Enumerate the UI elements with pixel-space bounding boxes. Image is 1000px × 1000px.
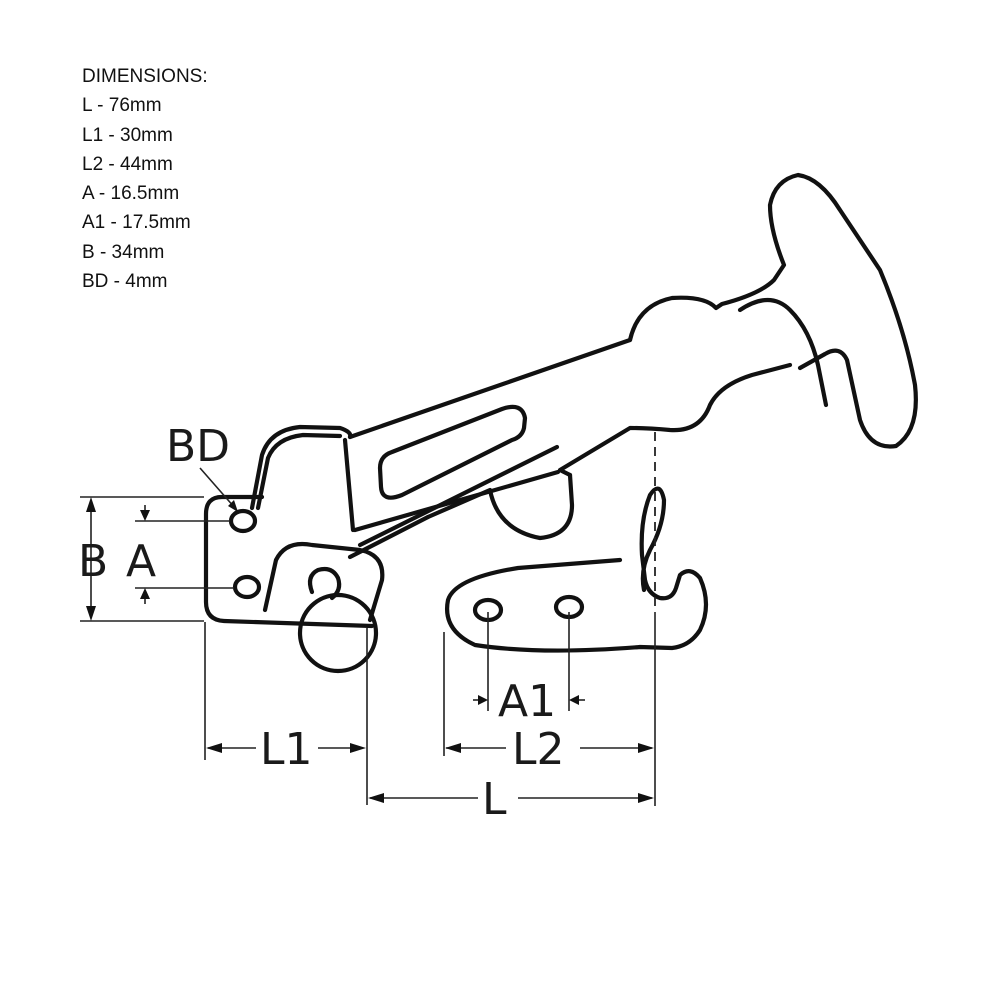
mount-hole-lower [232, 574, 262, 600]
pull-ring [297, 592, 379, 674]
dimension-lines [80, 467, 656, 806]
rubber-t-handle [342, 172, 918, 560]
label-l: L [482, 774, 507, 825]
keeper-plate [445, 486, 709, 653]
spec-bd: BD - 4mm [82, 271, 168, 293]
spec-a1: A1 - 17.5mm [82, 212, 191, 234]
mount-hole-upper [228, 508, 258, 534]
spec-l: L - 76mm [82, 95, 162, 117]
dimensions-spec-list: DIMENSIONS: L - 76mm L1 - 30mm L2 - 44mm… [82, 62, 208, 296]
spec-b: B - 34mm [82, 241, 165, 263]
spec-a: A - 16.5mm [82, 183, 180, 205]
label-a1: A1 [498, 676, 556, 727]
dimensions-heading: DIMENSIONS: [82, 66, 208, 87]
spec-l1: L1 - 30mm [82, 124, 173, 146]
latch-base-bracket [203, 424, 385, 629]
label-l2: L2 [512, 724, 565, 775]
label-b: B [78, 536, 108, 587]
label-a: A [126, 536, 156, 587]
label-l1: L1 [260, 724, 313, 775]
label-bd: BD [166, 421, 230, 472]
spec-l2: L2 - 44mm [82, 153, 173, 175]
